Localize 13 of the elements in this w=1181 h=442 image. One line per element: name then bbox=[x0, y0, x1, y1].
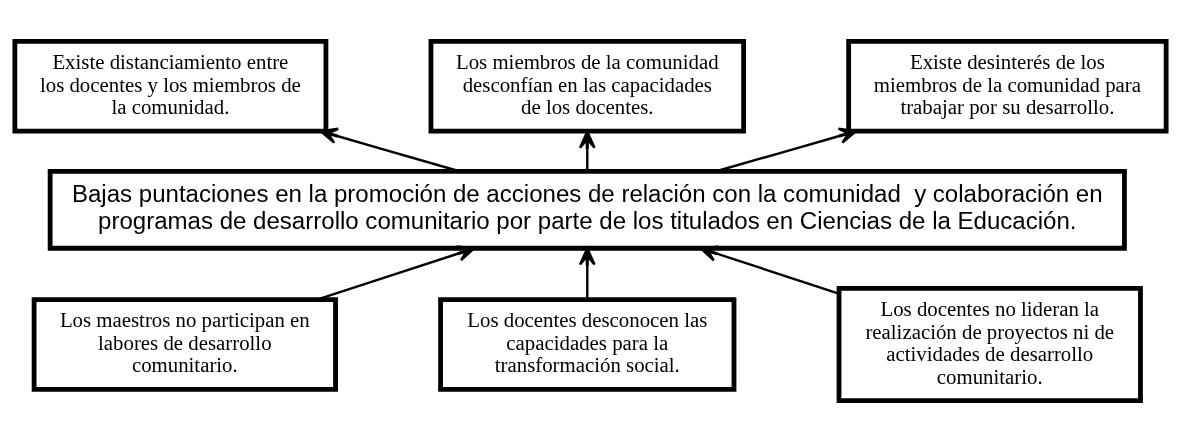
arrow bbox=[699, 245, 840, 295]
arrow bbox=[319, 127, 460, 173]
node-box: Los maestros no participan en labores de desarrollo comunitario. bbox=[31, 297, 338, 392]
arrow bbox=[578, 130, 596, 171]
node-box: Bajas puntaciones en la promoción de acciones de relación con la comunidad y colaboración en programas de desarrollo comunitario por parte de los titulados en Ciencias de la Educación. bbox=[47, 168, 1127, 251]
node-box: Los docentes desconocen las capacidades para la transformación social. bbox=[438, 297, 737, 392]
node-box: Los docentes no lideran la realización de proyectos ni de actividades de desarrollo comunitario. bbox=[836, 285, 1143, 403]
node-box: Existe desinterés de los miembros de la comunidad para trabajar por su desarrollo. bbox=[846, 39, 1169, 134]
node-box: Existe distanciamiento entre los docentes y los miembros de la comunidad. bbox=[12, 39, 329, 134]
node-box: Los miembros de la comunidad desconfían en las capacidades de los docentes. bbox=[428, 39, 747, 134]
arrow bbox=[715, 127, 858, 173]
arrow bbox=[317, 245, 476, 301]
arrow bbox=[578, 247, 596, 300]
